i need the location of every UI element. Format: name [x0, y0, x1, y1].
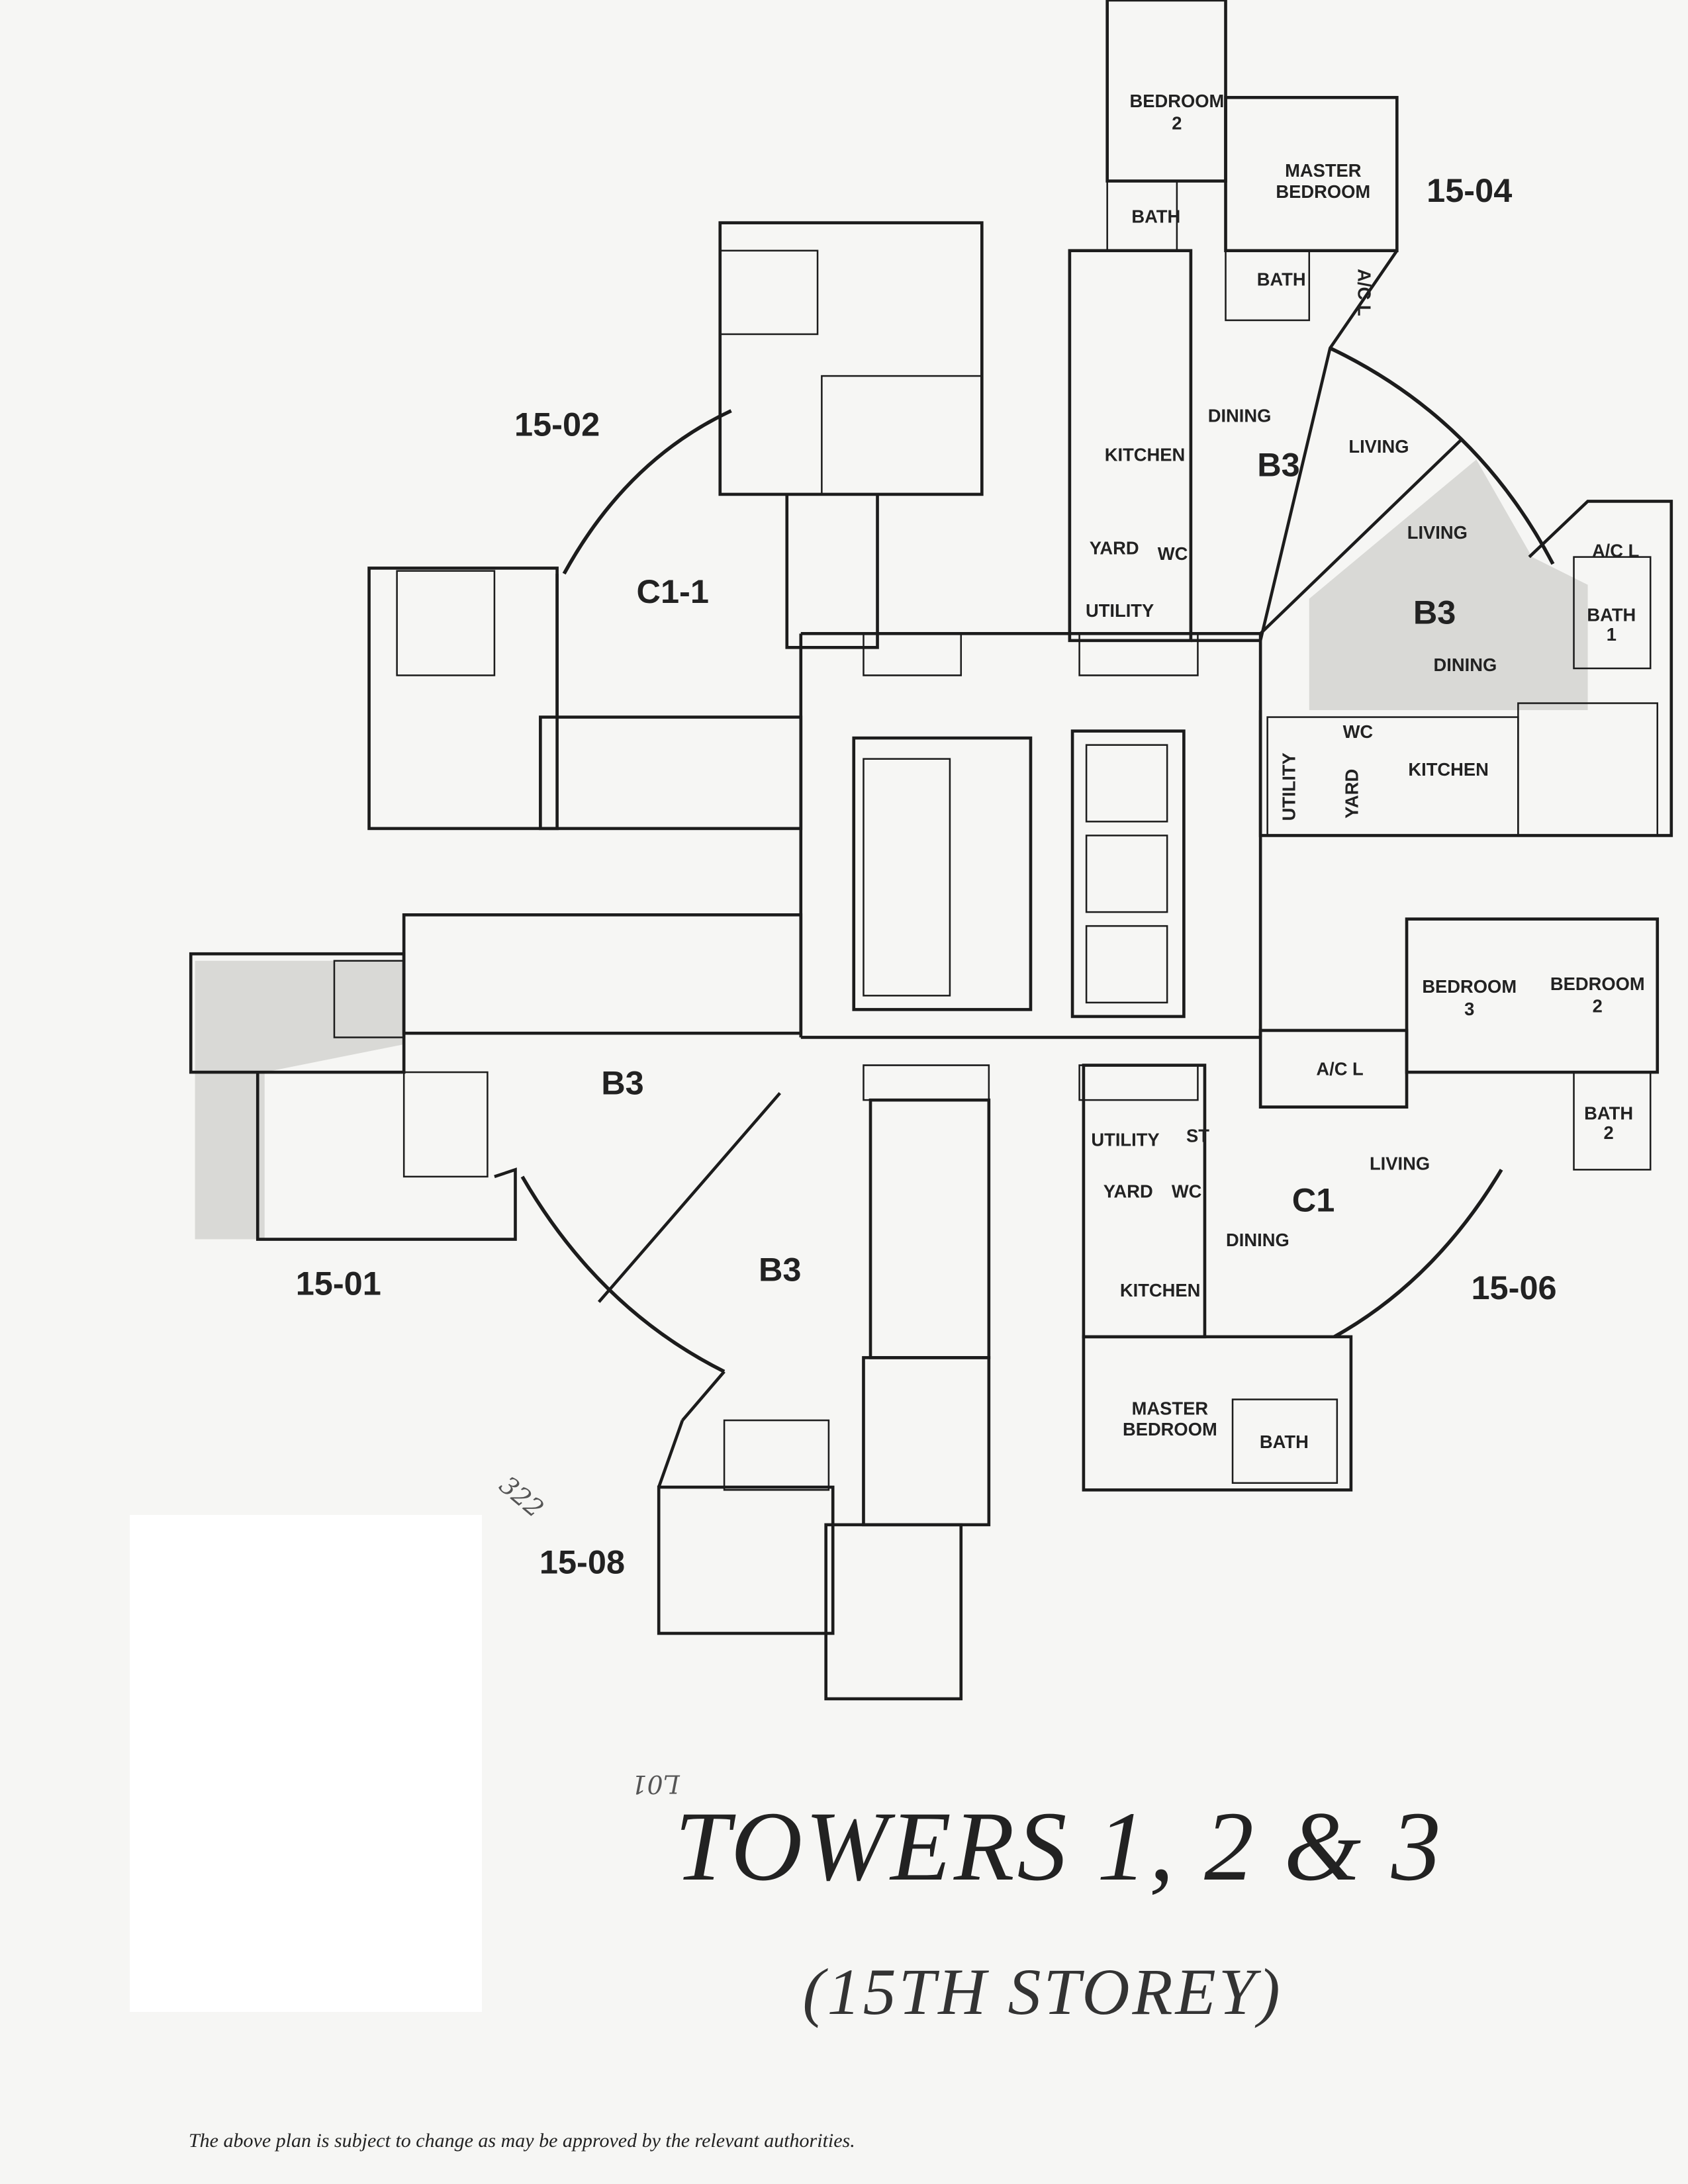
unit-number-15-01: 15-01 [296, 1265, 381, 1302]
room-label: BATH [1260, 1432, 1309, 1452]
shaded-unit-area [195, 960, 404, 1240]
room-label: KITCHEN [1120, 1280, 1201, 1300]
room-label: KITCHEN [1408, 759, 1489, 780]
unit-type-15-06: C1 [1292, 1181, 1335, 1218]
room-label: 2 [1593, 996, 1603, 1017]
plan-subtitle: (15TH STOREY) [802, 1955, 1283, 2028]
unit-number-15-08: 15-08 [539, 1543, 625, 1581]
room-label: A/C L [1354, 269, 1374, 316]
unit-number-15-06: 15-06 [1471, 1269, 1556, 1306]
room-label: LIVING [1348, 436, 1409, 457]
core-stair-lift [799, 632, 1262, 1101]
room-label: MASTER [1132, 1398, 1209, 1419]
redacted-area [130, 1515, 482, 2012]
room-label: BATH [1587, 604, 1636, 625]
room-label: BEDROOM [1123, 1419, 1217, 1439]
room-label: DINING [1434, 655, 1497, 675]
unit-15-04-walls [1068, 0, 1555, 643]
room-label: BATH [1584, 1103, 1633, 1124]
room-label: WC [1158, 543, 1188, 564]
room-label: BEDROOM [1129, 91, 1224, 111]
unit-type-15-04: B3 [1257, 446, 1300, 484]
room-label: DINING [1208, 406, 1272, 426]
room-label: BEDROOM [1550, 974, 1645, 994]
plan-title: TOWERS 1, 2 & 3 [675, 1792, 1444, 1901]
shaded-living-area [1309, 459, 1588, 711]
room-label: KITCHEN [1105, 444, 1186, 465]
unit-15-08-walls [520, 1098, 991, 1701]
room-label: BEDROOM [1422, 976, 1517, 997]
unit-15-02-walls [367, 221, 984, 831]
room-label: A/C L [1316, 1058, 1363, 1079]
unit-number-15-02: 15-02 [514, 406, 600, 443]
unit-15-06-walls [1082, 917, 1660, 1492]
handwritten-note: L01 [631, 1770, 680, 1799]
room-label: YARD [1090, 537, 1139, 558]
room-label: UTILITY [1091, 1130, 1159, 1150]
room-label: ST [1186, 1125, 1209, 1146]
unit-type-right: B3 [1413, 594, 1456, 631]
disclaimer-footnote: The above plan is subject to change as m… [189, 2130, 855, 2152]
room-label: WC [1172, 1181, 1202, 1201]
room-label: UTILITY [1279, 752, 1299, 821]
room-label: 1 [1607, 624, 1617, 645]
room-label: LIVING [1370, 1153, 1430, 1173]
unit-type-15-01: B3 [601, 1064, 644, 1102]
room-label: WC [1343, 721, 1374, 742]
room-label: YARD [1103, 1181, 1153, 1201]
unit-type-15-08: B3 [759, 1251, 802, 1289]
room-label: MASTER [1285, 160, 1362, 181]
unit-15-01-walls [189, 913, 803, 1303]
handwritten-note: 322 [494, 1470, 549, 1523]
room-label: BEDROOM [1276, 181, 1370, 202]
room-label: 2 [1172, 113, 1182, 134]
room-label: 3 [1464, 999, 1474, 1019]
room-label: BATH [1257, 269, 1306, 289]
unit-number-15-04: 15-04 [1427, 171, 1512, 209]
room-label: 2 [1604, 1122, 1614, 1143]
room-label: YARD [1341, 769, 1362, 819]
room-label: LIVING [1407, 522, 1468, 543]
room-label: UTILITY [1086, 600, 1154, 621]
room-label: A/C L [1592, 541, 1639, 561]
room-label: BATH [1131, 206, 1180, 227]
room-label: DINING [1226, 1230, 1289, 1250]
unit-right-b3-walls [1258, 500, 1673, 837]
unit-type-15-02: C1-1 [637, 572, 709, 610]
